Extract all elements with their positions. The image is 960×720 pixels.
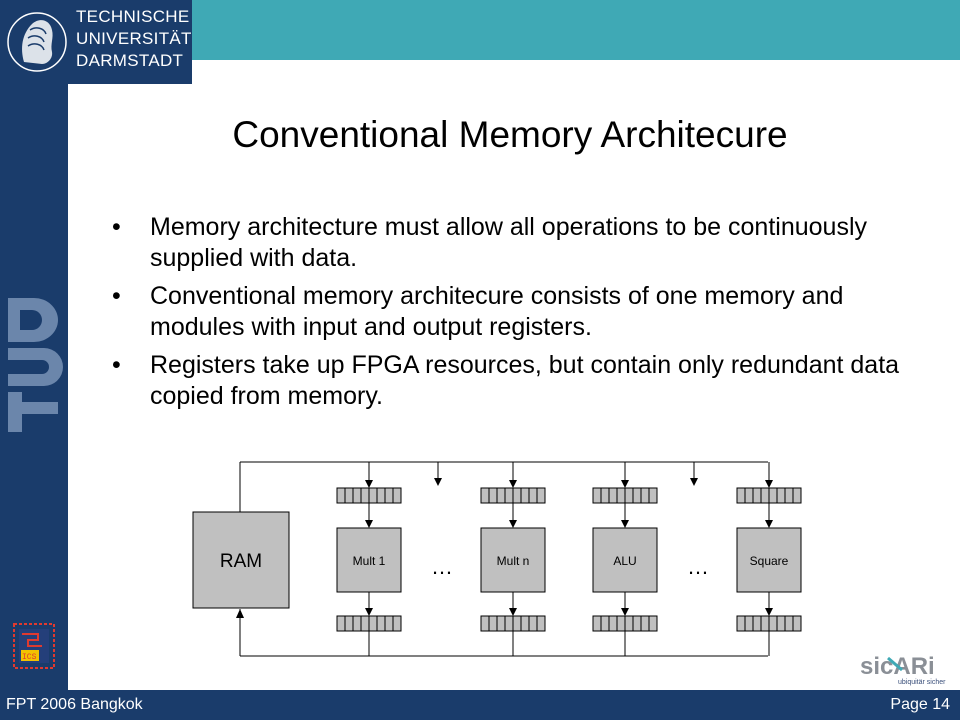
module-label: Mult 1 — [353, 554, 386, 568]
bus-tap-arrow — [509, 480, 517, 488]
ellipsis-1: … — [431, 554, 453, 579]
ics-label: ICS — [22, 653, 37, 662]
footer-bar: FPT 2006 Bangkok Page 14 — [0, 690, 960, 720]
top-banner — [192, 0, 960, 60]
bullet-dot: • — [112, 213, 121, 241]
sicari-logo: sicARi ubiquitär sicher — [858, 650, 954, 688]
input-link-arrow — [765, 520, 773, 528]
output-link-arrow — [765, 608, 773, 616]
bullet-text: Memory architecture must allow all opera… — [150, 213, 868, 272]
output-link-arrow — [365, 608, 373, 616]
memory-architecture-diagram: RAM Mult 1 Mult n ALU Square … … — [192, 461, 802, 657]
ram-input-arrow — [236, 609, 244, 618]
input-link-arrow — [621, 520, 629, 528]
bullet-text: Conventional memory architecure consists… — [150, 282, 844, 341]
module-group: Mult n — [480, 462, 546, 656]
athena-seal-icon — [7, 12, 67, 72]
bullet-dot: • — [112, 351, 121, 379]
bullet-item: • Memory architecture must allow all ope… — [112, 212, 912, 274]
sicari-tagline: ubiquitär sicher — [898, 679, 946, 686]
tud-logo-mark — [8, 298, 63, 432]
ics-chip-icon: ICS — [13, 623, 55, 669]
sicari-logo-icon: sicARi ubiquitär sicher — [860, 653, 946, 686]
university-line-1: TECHNISCHE — [76, 7, 190, 26]
module-label: ALU — [613, 554, 636, 568]
bus-tap-arrow — [365, 480, 373, 488]
slide-title: Conventional Memory Architecure — [232, 114, 788, 155]
module-label: Square — [750, 554, 789, 568]
bullet-item: • Conventional memory architecure consis… — [112, 281, 912, 343]
module-block — [480, 527, 546, 593]
module-group: Mult 1 — [336, 462, 402, 656]
page-number: Page 14 — [890, 696, 950, 713]
university-line-2: UNIVERSITÄT — [76, 29, 192, 48]
module-block — [336, 527, 402, 593]
module-block — [592, 527, 658, 593]
ram-block — [192, 511, 290, 609]
module-group: Square — [736, 462, 802, 656]
bullet-text: Registers take up FPGA resources, but co… — [150, 351, 900, 410]
input-link-arrow — [365, 520, 373, 528]
bus-tap-arrow — [621, 480, 629, 488]
input-link-arrow — [509, 520, 517, 528]
ram-label: RAM — [220, 551, 262, 572]
bus-tap-arrow — [690, 478, 698, 486]
output-link-arrow — [621, 608, 629, 616]
university-logo: TECHNISCHE UNIVERSITÄT DARMSTADT — [0, 0, 192, 84]
bullet-list: • Memory architecture must allow all ope… — [112, 212, 912, 419]
ellipsis-2: … — [687, 554, 709, 579]
module-label: Mult n — [497, 554, 530, 568]
bullet-item: • Registers take up FPGA resources, but … — [112, 350, 912, 412]
university-line-3: DARMSTADT — [76, 51, 184, 70]
university-name: TECHNISCHE UNIVERSITÄT DARMSTADT — [76, 6, 192, 72]
output-link-arrow — [509, 608, 517, 616]
module-block — [736, 527, 802, 593]
ics-logo: ICS — [8, 618, 60, 674]
module-group: ALU — [592, 462, 658, 656]
bullet-dot: • — [112, 282, 121, 310]
bus-tap-arrow — [434, 478, 442, 486]
footer-event: FPT 2006 Bangkok — [6, 696, 143, 713]
bus-tap-arrow — [765, 480, 773, 488]
